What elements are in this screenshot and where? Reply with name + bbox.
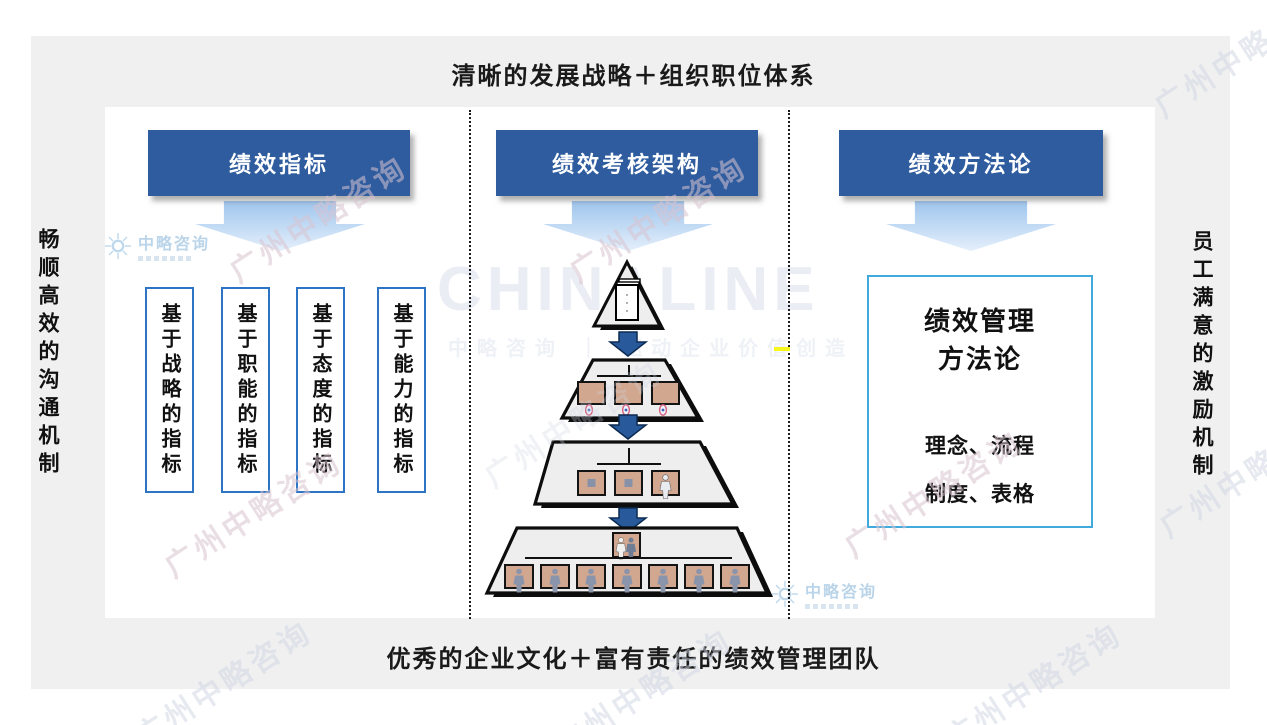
logo-subtext-dots bbox=[805, 604, 877, 609]
dark-arrow-icon bbox=[607, 507, 649, 533]
indicator-box-function: 基于职能的指标 bbox=[221, 287, 270, 493]
dotted-separator-right bbox=[788, 110, 790, 619]
methodology-title-line2: 方法论 bbox=[937, 343, 1022, 374]
methodology-line: 制度、表格 bbox=[925, 483, 1035, 507]
pyramid-tier-2 bbox=[559, 358, 704, 422]
methodology-title: 绩效管理 方法论 bbox=[869, 303, 1091, 378]
unit-icon bbox=[587, 479, 596, 487]
chinaline-tagline-watermark: 中略咨询 ｜ 驱动企业价值创造 bbox=[448, 338, 855, 360]
header-assessment-architecture: 绩效考核架构 bbox=[496, 130, 758, 196]
bottom-banner: 优秀的企业文化＋富有责任的绩效管理团队 bbox=[386, 646, 881, 673]
logo-text: 中略咨询 bbox=[805, 584, 878, 601]
org-pyramid-graphic bbox=[484, 258, 773, 597]
dark-arrow-icon bbox=[607, 414, 649, 440]
indicator-label: 基于态度的指标 bbox=[309, 302, 331, 478]
dotted-separator-left bbox=[469, 110, 471, 619]
unit-icon bbox=[624, 479, 633, 487]
indicator-label: 基于职能的指标 bbox=[234, 302, 256, 478]
logo-text: 中略咨询 bbox=[138, 236, 211, 253]
left-axis-label: 畅顺高效的沟通机制 bbox=[36, 228, 59, 480]
indicator-box-attitude: 基于态度的指标 bbox=[296, 287, 345, 493]
logo-subtext-dots bbox=[138, 256, 210, 261]
methodology-box: 绩效管理 方法论 理念、流程 制度、表格 bbox=[867, 275, 1093, 528]
pyramid-tier-4 bbox=[484, 526, 773, 597]
zhonglue-logo-watermark: 中略咨询 bbox=[770, 578, 877, 609]
highlight-dash bbox=[774, 347, 790, 351]
dark-arrow-icon bbox=[607, 331, 649, 357]
indicator-box-ability: 基于能力的指标 bbox=[377, 287, 426, 493]
header-methodology: 绩效方法论 bbox=[839, 130, 1103, 196]
methodology-line: 理念、流程 bbox=[925, 435, 1035, 459]
right-axis-label: 员工满意的激励机制 bbox=[1190, 230, 1213, 482]
header-performance-indicators: 绩效指标 bbox=[148, 130, 410, 196]
methodology-title-line1: 绩效管理 bbox=[923, 306, 1036, 336]
marker-icons bbox=[584, 404, 668, 416]
zhonglue-logo-watermark: 中略咨询 bbox=[103, 230, 210, 261]
indicator-label: 基于战略的指标 bbox=[158, 302, 180, 478]
indicator-label: 基于能力的指标 bbox=[390, 302, 412, 478]
starburst-icon bbox=[105, 232, 131, 259]
pyramid-tier-top bbox=[591, 258, 665, 330]
document-icon bbox=[615, 278, 641, 321]
pyramid-tier-3 bbox=[532, 440, 739, 508]
indicator-box-strategy: 基于战略的指标 bbox=[145, 287, 194, 493]
top-banner: 清晰的发展战略＋组织职位体系 bbox=[451, 63, 816, 90]
starburst-icon bbox=[772, 580, 798, 607]
